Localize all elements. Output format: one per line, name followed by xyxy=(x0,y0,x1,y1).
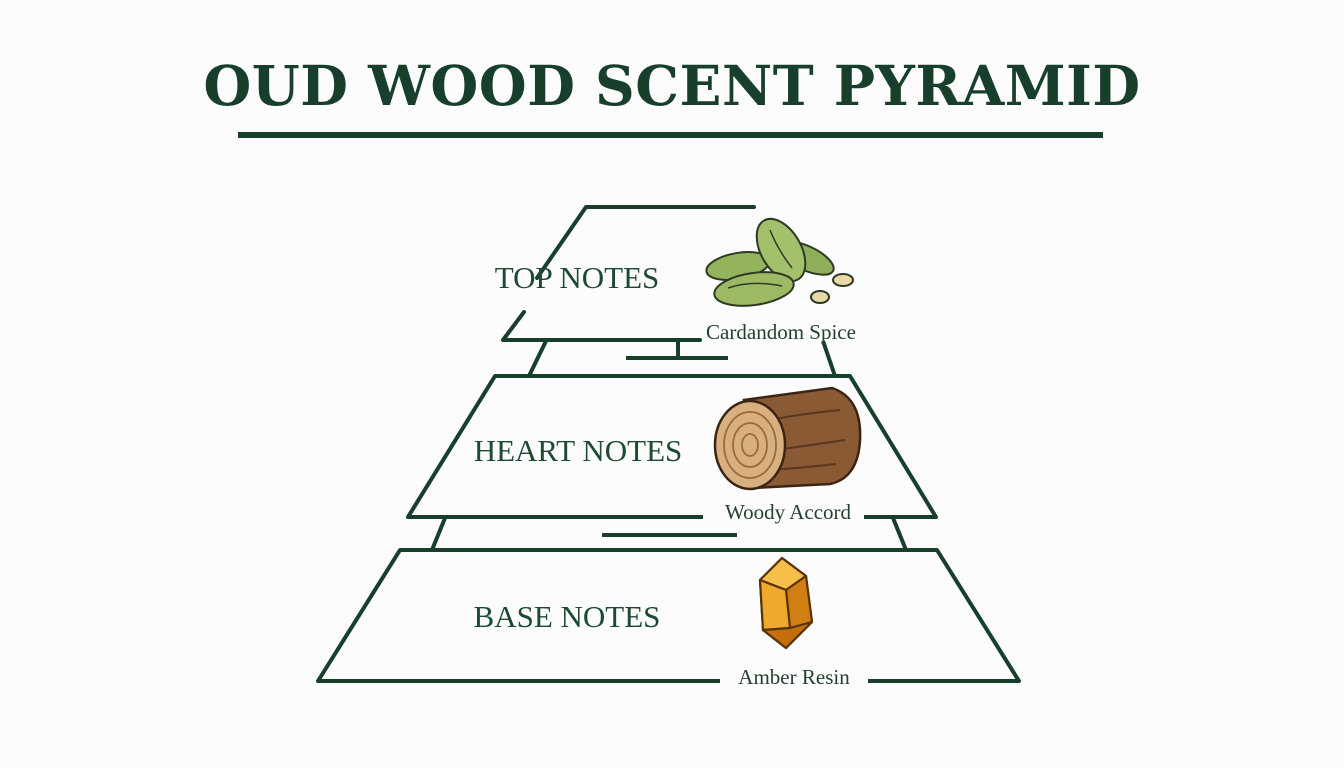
tier-top: TOP NOTES Cardandom Spice xyxy=(495,205,856,344)
tier-label-top: TOP NOTES xyxy=(495,260,660,295)
item-label-top: Cardandom Spice xyxy=(706,320,856,344)
tier-base-outline xyxy=(316,548,1021,683)
wood-log-icon xyxy=(713,386,862,491)
page-title: OUD WOOD SCENT PYRAMID xyxy=(203,53,1141,118)
tier-label-heart: HEART NOTES xyxy=(474,433,683,468)
title-underline xyxy=(238,132,1103,138)
item-label-base: Amber Resin xyxy=(738,665,850,689)
tier-base: BASE NOTES Amber Resin xyxy=(316,548,1021,689)
tier-heart: HEART NOTES Woody Accord xyxy=(406,374,938,524)
connector-heart-base xyxy=(430,517,908,551)
item-label-heart: Woody Accord xyxy=(725,500,852,524)
tier-label-base: BASE NOTES xyxy=(474,599,661,634)
tier-top-outline xyxy=(501,205,756,342)
connector-top-heart xyxy=(527,340,837,377)
amber-crystal-icon xyxy=(758,556,814,650)
cardamom-pods-icon xyxy=(705,217,854,307)
tier-heart-outline xyxy=(406,374,938,519)
